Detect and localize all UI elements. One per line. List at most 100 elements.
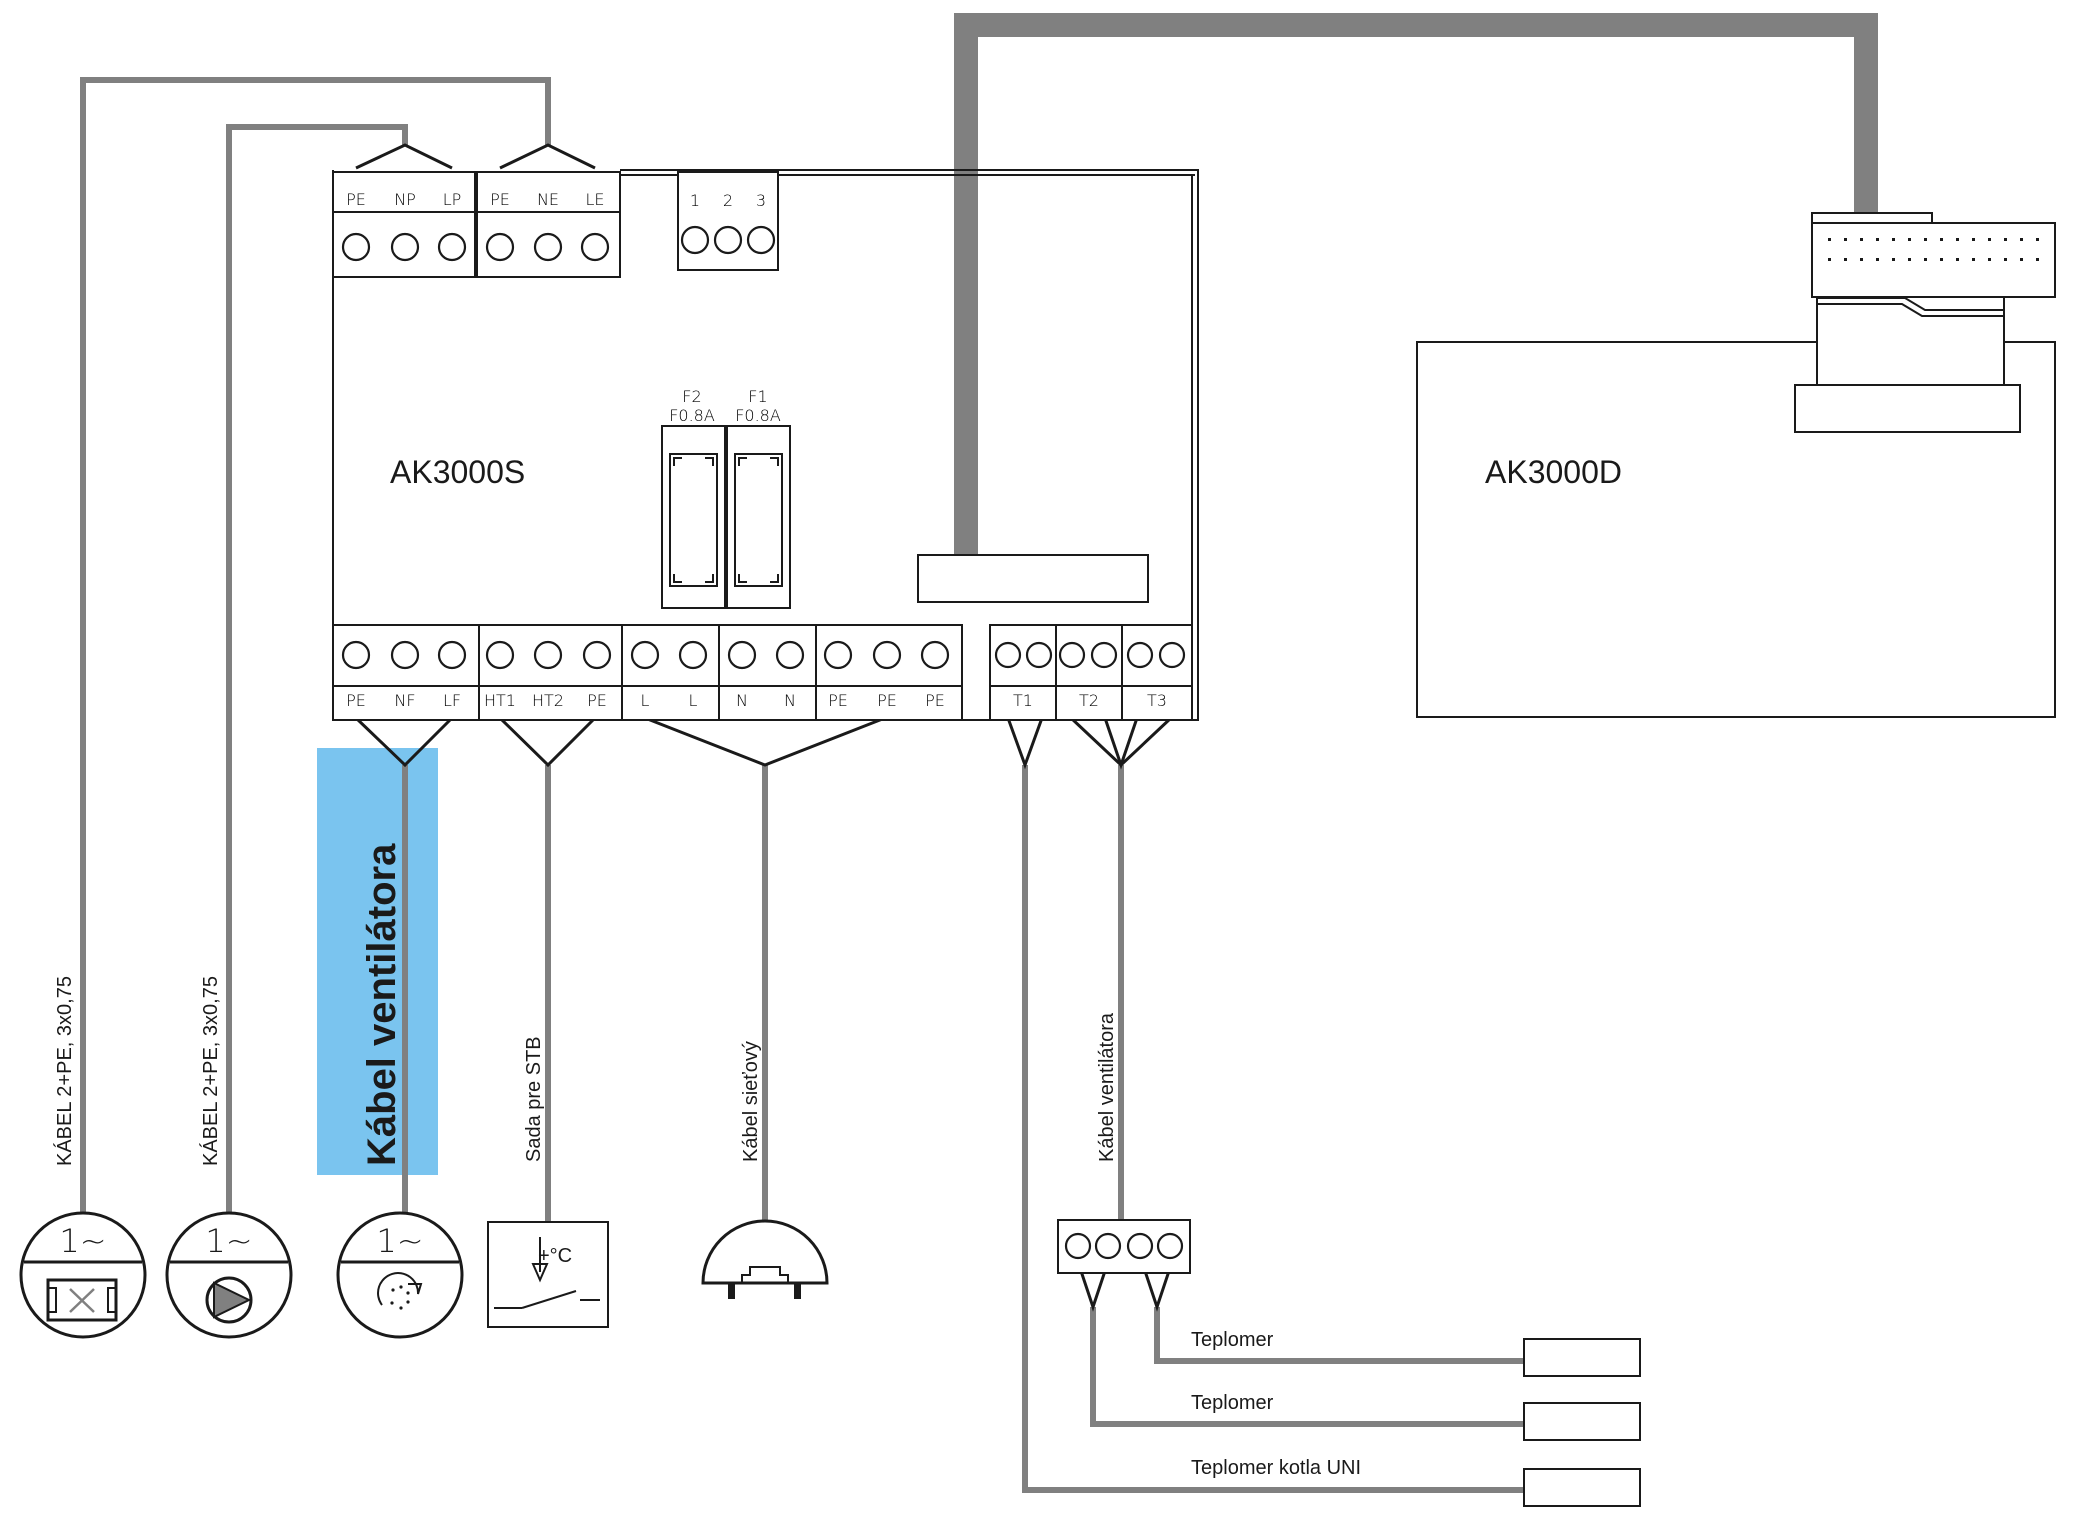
ak3000s-board: AK3000S PE NP LP PE NE LE 1 2 3 — [332, 169, 1199, 721]
svg-text:PE: PE — [346, 190, 366, 209]
sensor-label: Teplomer kotla UNI — [1191, 1457, 1361, 1479]
stb-thermostat: +°C — [487, 1221, 609, 1328]
terminal-screw — [678, 640, 708, 670]
ak3000d-unit: AK3000D — [1416, 212, 2056, 718]
terminal-screw — [437, 640, 467, 670]
svg-text:HT2: HT2 — [532, 691, 564, 710]
svg-text:LP: LP — [443, 190, 462, 209]
svg-text:T2: T2 — [1079, 691, 1099, 710]
small-connector-labels: 1 2 3 — [690, 191, 766, 210]
sensor-cable-label: Kábel ventilátora — [1096, 1012, 1118, 1162]
display-bus-cable — [954, 13, 1878, 555]
svg-text:PE: PE — [490, 190, 510, 209]
terminal-screw — [823, 640, 853, 670]
fan-cable-highlight — [317, 748, 438, 1175]
fan-cable-label: Kábel ventilátora — [360, 843, 404, 1166]
bottom-terminal-blocks — [332, 624, 1193, 721]
terminal-screw — [630, 640, 660, 670]
connector-pins — [1828, 238, 2039, 261]
sensor-probe — [1523, 1468, 1641, 1507]
svg-text:N: N — [784, 691, 796, 710]
svg-text:PE: PE — [587, 691, 607, 710]
terminal-screw — [1058, 641, 1086, 669]
mains-cable-label: Kábel sieťový — [740, 1041, 762, 1162]
cable-2-label: KÁBEL 2+PE, 3x0,75 — [199, 976, 222, 1166]
svg-text:PE: PE — [925, 691, 945, 710]
terminal-screw — [533, 640, 563, 670]
terminal-screw — [1158, 641, 1186, 669]
svg-text:1~: 1~ — [59, 1222, 106, 1260]
svg-text:T1: T1 — [1013, 691, 1033, 710]
svg-text:F0.8A: F0.8A — [669, 406, 715, 425]
terminal-screw — [485, 640, 515, 670]
terminal-screw — [582, 640, 612, 670]
terminal-screw — [341, 232, 371, 262]
svg-text:PE: PE — [346, 691, 366, 710]
display-connector — [917, 554, 1149, 603]
svg-text:PE: PE — [828, 691, 848, 710]
ak3000s-label: AK3000S — [390, 454, 525, 490]
sensor-junction-box — [1057, 1219, 1191, 1274]
svg-text:F0.8A: F0.8A — [735, 406, 781, 425]
ak3000d-label: AK3000D — [1485, 454, 1622, 490]
top-terminal-screws — [341, 232, 610, 262]
wires — [80, 77, 1524, 1493]
temperature-sensors: Teplomer Teplomer Teplomer kotla UNI — [1191, 1329, 1641, 1507]
svg-text:NE: NE — [537, 190, 559, 209]
svg-text:1~: 1~ — [376, 1222, 423, 1260]
terminal-screw — [994, 641, 1022, 669]
terminal-screw — [437, 232, 467, 262]
fan-icon — [377, 1272, 423, 1306]
svg-text:L: L — [641, 691, 650, 710]
svg-text:NF: NF — [394, 691, 415, 710]
terminal-screw — [390, 232, 420, 262]
svg-text:LE: LE — [585, 190, 604, 209]
top-terminal-labels: PE NP LP PE NE LE — [346, 190, 604, 209]
svg-text:1: 1 — [690, 191, 700, 210]
svg-text:F1: F1 — [748, 387, 767, 406]
terminal-screw — [341, 640, 371, 670]
svg-text:NP: NP — [394, 190, 416, 209]
motor-valve: 1~ — [19, 1211, 147, 1339]
motor-pump: 1~ — [165, 1211, 293, 1339]
terminal-screw — [533, 232, 563, 262]
svg-text:T3: T3 — [1147, 691, 1167, 710]
terminal-screw — [680, 225, 710, 255]
terminal-screw — [580, 232, 610, 262]
svg-text:PE: PE — [877, 691, 897, 710]
svg-text:2: 2 — [723, 191, 733, 210]
svg-text:LF: LF — [443, 691, 461, 710]
motor-fan: 1~ — [336, 1211, 464, 1339]
svg-text:F2: F2 — [682, 387, 701, 406]
terminal-screw — [775, 640, 805, 670]
terminal-screw — [1126, 641, 1154, 669]
svg-text:1~: 1~ — [205, 1222, 252, 1260]
terminal-screw — [872, 640, 902, 670]
terminal-screw — [390, 640, 420, 670]
sensor-label: Teplomer — [1191, 1392, 1274, 1414]
fuse-f1: F1 F0.8A — [726, 387, 791, 609]
svg-text:L: L — [689, 691, 698, 710]
mains-plug — [701, 1219, 829, 1299]
svg-text:HT1: HT1 — [484, 691, 516, 710]
fuse-f2: F2 F0.8A — [661, 387, 726, 609]
bottom-terminal-screws — [341, 640, 1186, 670]
terminal-screw — [727, 640, 757, 670]
svg-text:+°C: +°C — [538, 1245, 572, 1267]
sensor-probe — [1523, 1402, 1641, 1441]
terminal-screw — [485, 232, 515, 262]
terminal-screw — [746, 225, 776, 255]
bottom-terminal-labels: PE NF LF HT1 HT2 PE L L N N PE PE PE T1 … — [346, 691, 1167, 710]
wire-splits — [354, 143, 1173, 1312]
terminal-screw — [1090, 641, 1118, 669]
svg-text:N: N — [736, 691, 748, 710]
stb-cable-label: Sada pre STB — [523, 1036, 545, 1162]
cable-1-label: KÁBEL 2+PE, 3x0,75 — [53, 976, 76, 1166]
sensor-label: Teplomer — [1191, 1329, 1274, 1351]
terminal-screw — [920, 640, 950, 670]
sensor-probe — [1523, 1338, 1641, 1377]
valve-cross-icon — [69, 1288, 95, 1313]
svg-text:3: 3 — [756, 191, 766, 210]
terminal-screw — [713, 225, 743, 255]
